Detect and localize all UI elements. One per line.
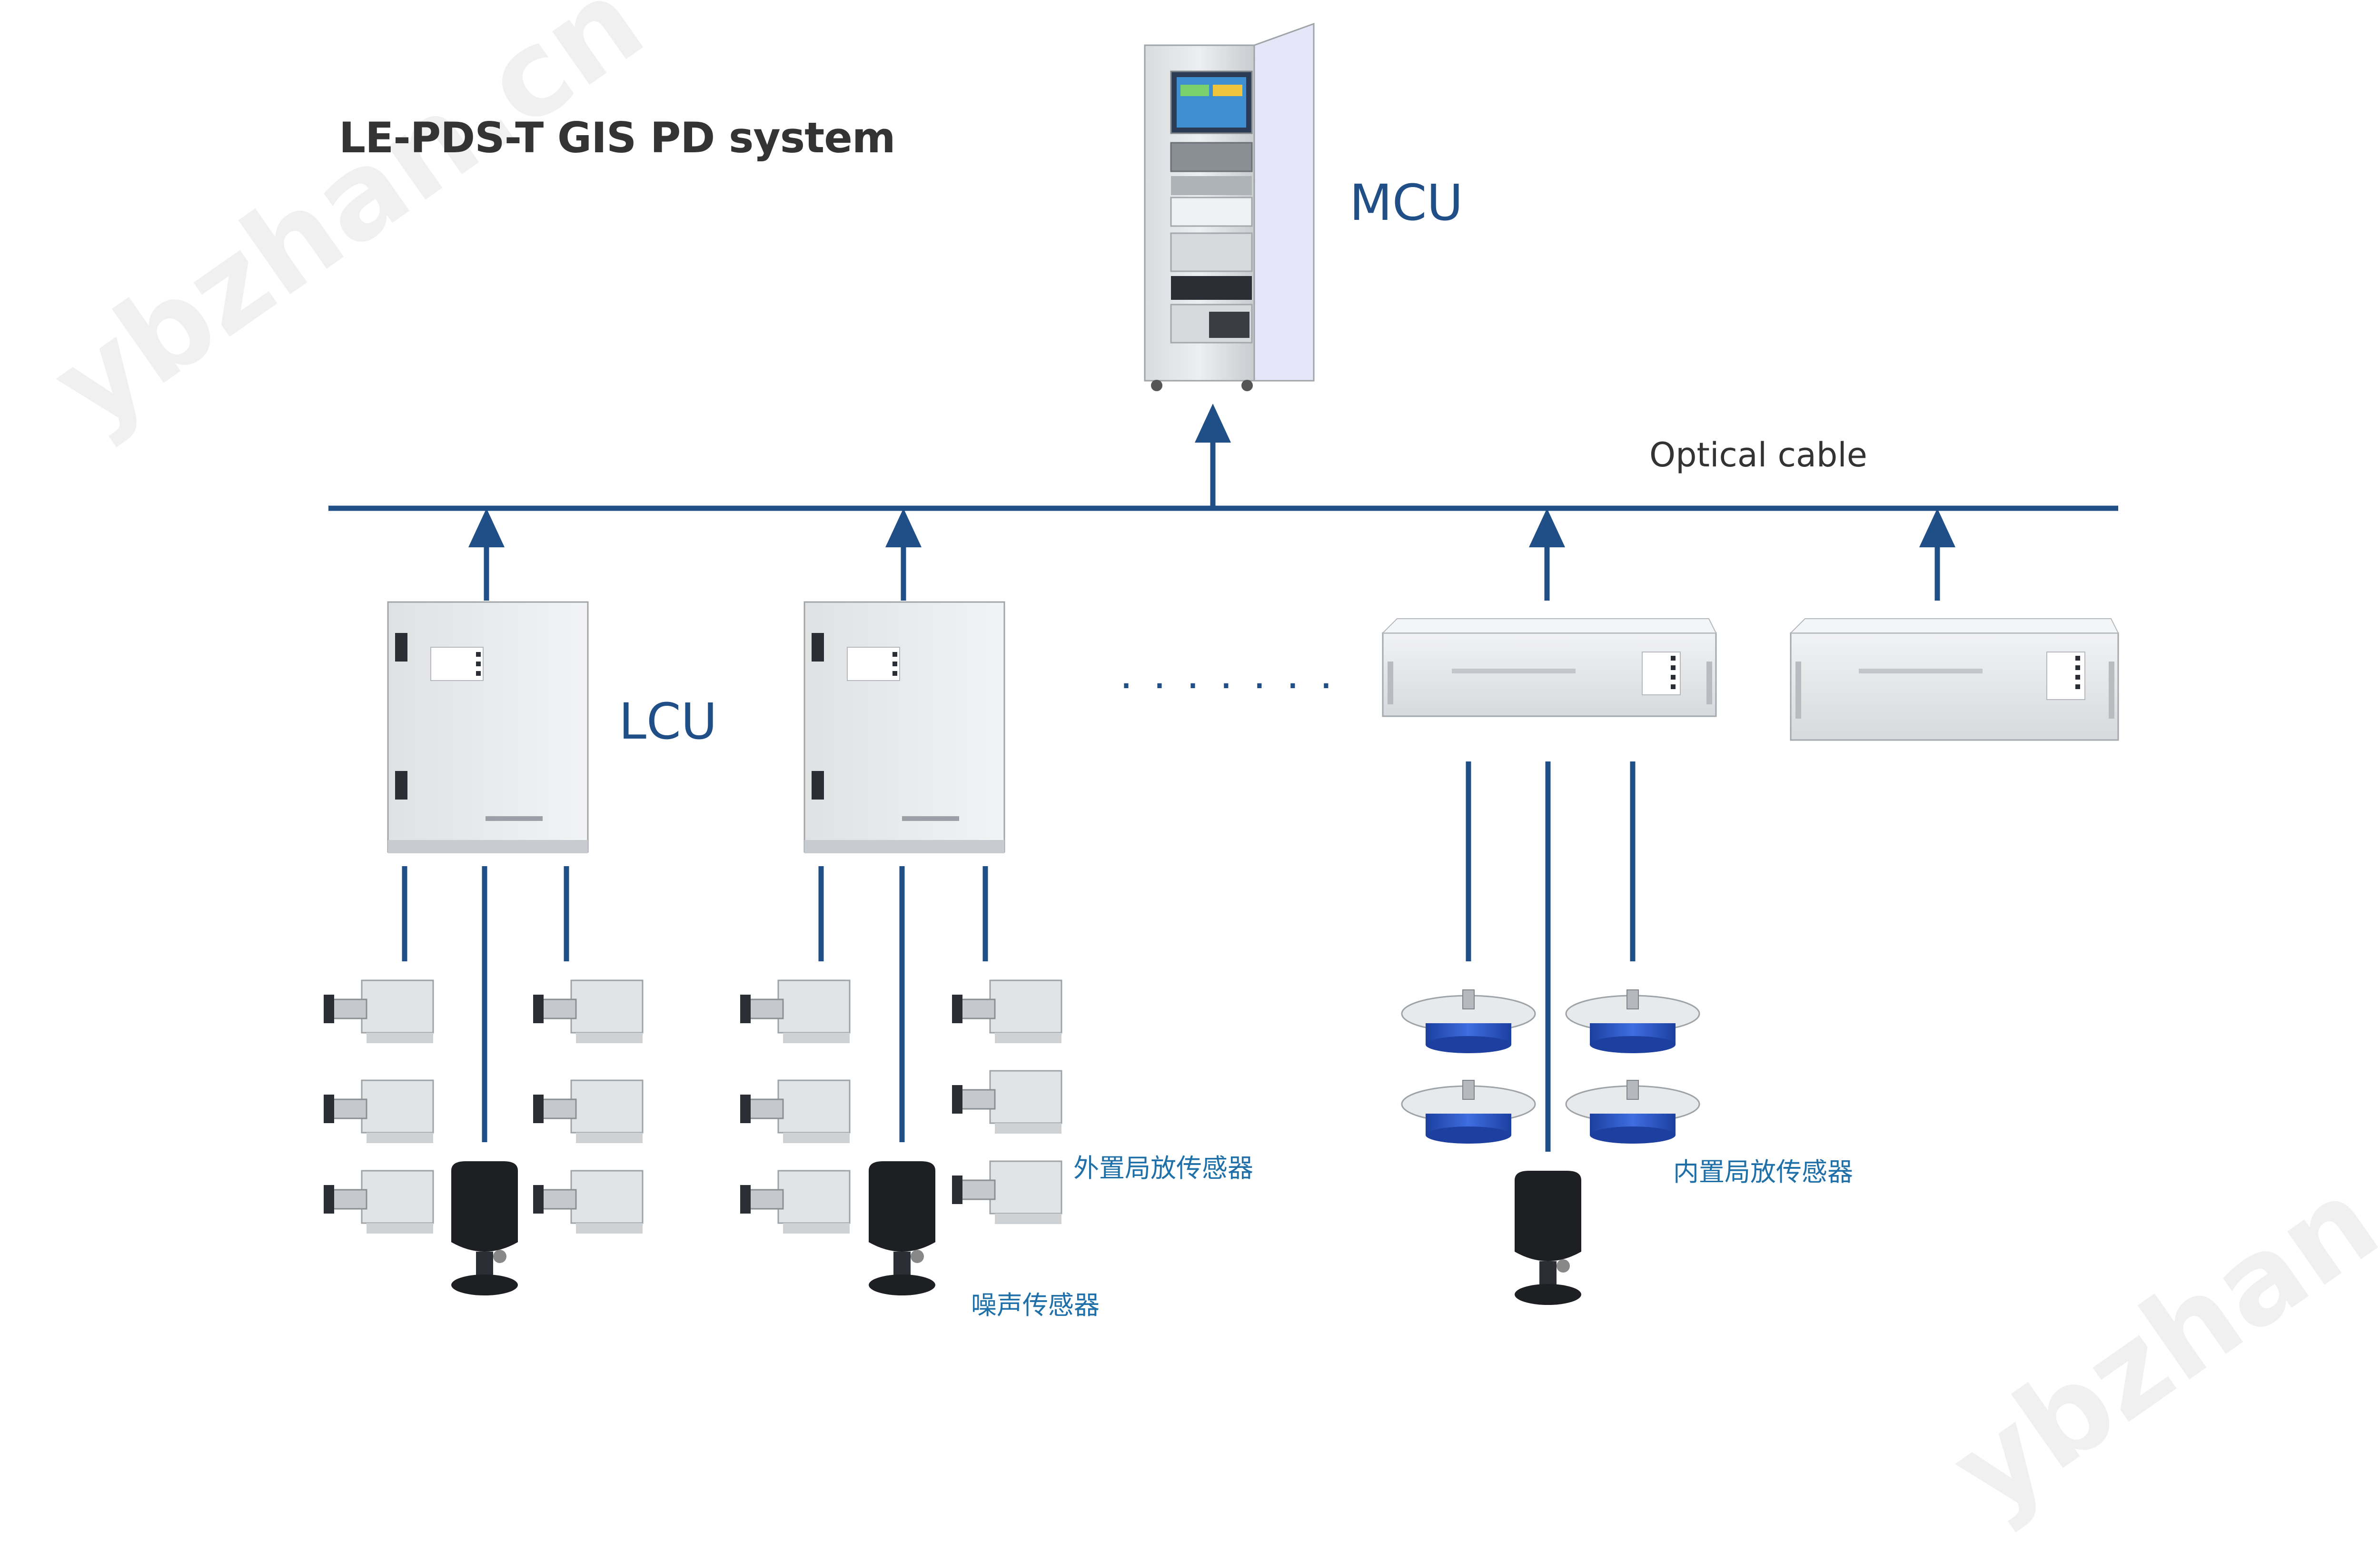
external-sensor <box>740 1079 851 1143</box>
rack1-sensor-lines <box>1466 761 1636 1152</box>
external-sensor <box>952 1070 1062 1134</box>
internal-sensor <box>1565 989 1700 1053</box>
diagram-svg <box>324 22 2119 1305</box>
external-sensor-label: 外置局放传感器 <box>1073 1153 1253 1183</box>
noise-sensor-label: 噪声传感器 <box>971 1290 1100 1320</box>
external-sensor <box>952 979 1062 1043</box>
lcu1-uplink-arrow <box>468 508 505 601</box>
noise-sensor <box>869 1161 935 1295</box>
rack2-uplink-arrow <box>1919 508 1955 601</box>
mcu-cabinet <box>1144 22 1315 391</box>
external-sensor <box>740 1170 851 1234</box>
mcu-label: MCU <box>1349 174 1463 232</box>
lcu-box-1 <box>387 601 589 853</box>
lcu-label: LCU <box>619 692 717 751</box>
external-sensor <box>533 979 644 1043</box>
lcu2-uplink-arrow <box>885 508 922 601</box>
diagram-canvas: ybzhan.cn ybzhan.cn <box>29 0 2380 1541</box>
external-sensor <box>324 979 434 1043</box>
internal-sensor <box>1565 1080 1700 1144</box>
rack1-uplink-arrow <box>1529 508 1565 601</box>
external-sensor <box>324 1079 434 1143</box>
optical-cable-label: Optical cable <box>1649 435 1867 474</box>
mcu-uplink-arrow <box>1195 404 1231 508</box>
lcu-box-2 <box>803 601 1005 853</box>
internal-sensor <box>1401 989 1536 1053</box>
lcu1-sensor-lines <box>402 866 569 1142</box>
rack-unit-1 <box>1381 618 1717 717</box>
external-sensor <box>740 979 851 1043</box>
noise-sensor <box>451 1161 518 1295</box>
ellipsis-more-units: ······· <box>1119 657 1352 708</box>
noise-sensor <box>1515 1171 1581 1305</box>
lcu2-sensor-lines <box>818 866 988 1142</box>
rack-unit-2 <box>1789 618 2119 741</box>
diagram-title: LE-PDS-T GIS PD system <box>339 113 896 162</box>
internal-sensor-label: 内置局放传感器 <box>1673 1157 1853 1187</box>
internal-sensor <box>1401 1080 1536 1144</box>
external-sensor <box>533 1170 644 1234</box>
external-sensor <box>324 1170 434 1234</box>
external-sensor <box>952 1160 1062 1224</box>
external-sensor <box>533 1079 644 1143</box>
